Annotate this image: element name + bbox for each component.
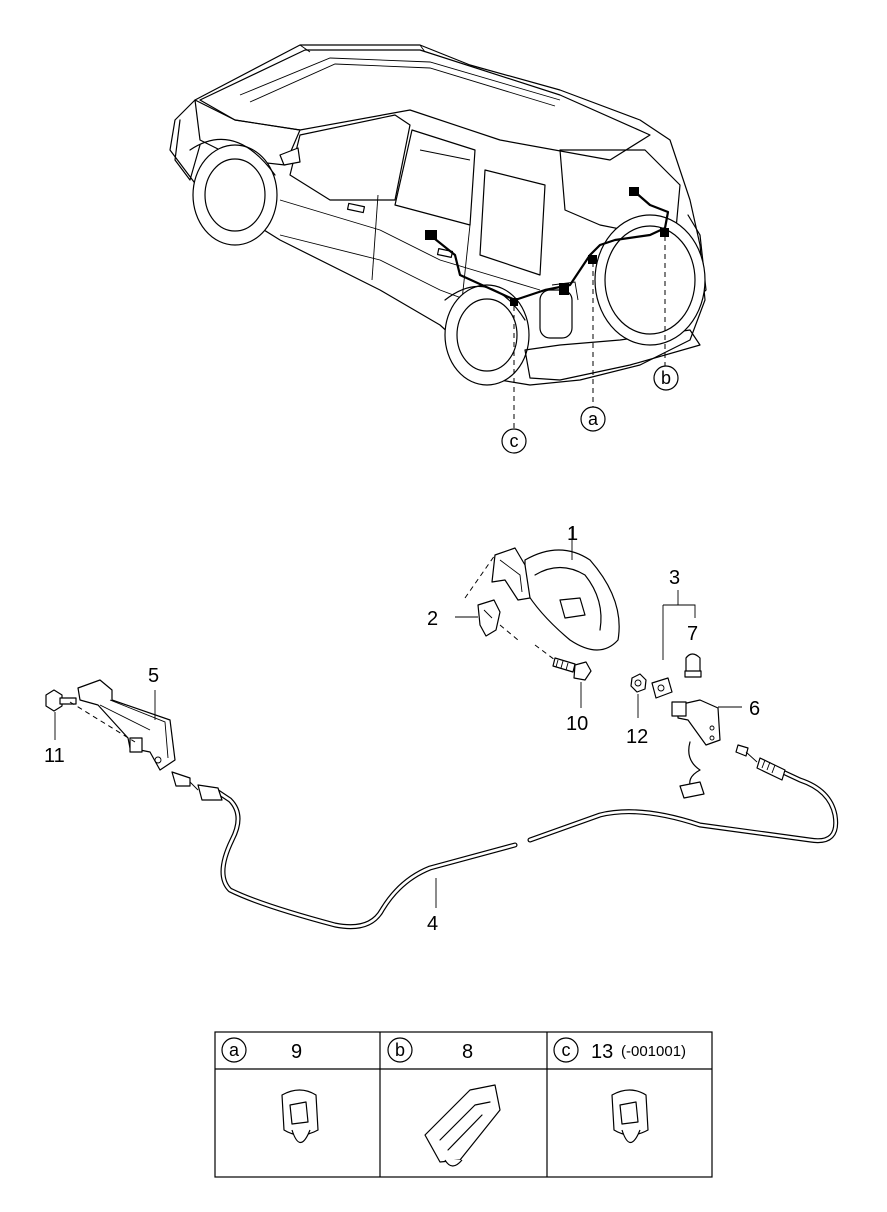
part-label-12: 12 xyxy=(626,726,648,748)
clip-cell-b: b 8 xyxy=(387,1037,501,1167)
part-label-3: 3 xyxy=(669,567,680,589)
callout-b: b xyxy=(653,365,679,391)
clip-cell-c-letter: c xyxy=(562,1040,571,1060)
clip-cell-c-note: (-001001) xyxy=(621,1043,686,1060)
clip-13-icon xyxy=(611,1089,649,1144)
clip-8-icon xyxy=(424,1084,501,1167)
vehicle-illustration xyxy=(169,44,707,386)
callout-a-label: a xyxy=(588,409,599,429)
screw-part xyxy=(534,644,592,708)
part-label-2: 2 xyxy=(427,608,438,630)
clip-cell-b-letter: b xyxy=(395,1040,405,1060)
clip-cell-c: c 13 (-001001) xyxy=(553,1037,686,1144)
fuel-door-part xyxy=(491,527,620,651)
part-label-7: 7 xyxy=(687,623,698,645)
callout-a: a xyxy=(580,406,606,432)
release-cable-part xyxy=(171,744,839,930)
part-label-4: 4 xyxy=(427,913,438,935)
clip-9-icon xyxy=(281,1089,319,1144)
part-label-5: 5 xyxy=(148,665,159,687)
clip-table: a 9 b 8 c 13 (-001001) xyxy=(214,1031,713,1178)
clip-cell-a: a 9 xyxy=(221,1037,319,1144)
part-label-1: 1 xyxy=(567,523,578,545)
lever-part xyxy=(45,679,176,771)
clip-cell-a-part: 9 xyxy=(291,1041,302,1063)
part-label-10: 10 xyxy=(566,713,588,735)
clip-cell-a-letter: a xyxy=(229,1040,240,1060)
clip-cell-c-part: 13 xyxy=(591,1041,613,1063)
clip-cell-b-part: 8 xyxy=(462,1041,473,1063)
bracket-group-part xyxy=(630,590,742,799)
part-label-11: 11 xyxy=(44,745,65,767)
callout-c-label: c xyxy=(510,431,519,451)
callout-c: c xyxy=(501,428,527,454)
callout-b-label: b xyxy=(661,368,671,388)
part-label-6: 6 xyxy=(749,698,760,720)
hinge-part xyxy=(455,554,519,641)
